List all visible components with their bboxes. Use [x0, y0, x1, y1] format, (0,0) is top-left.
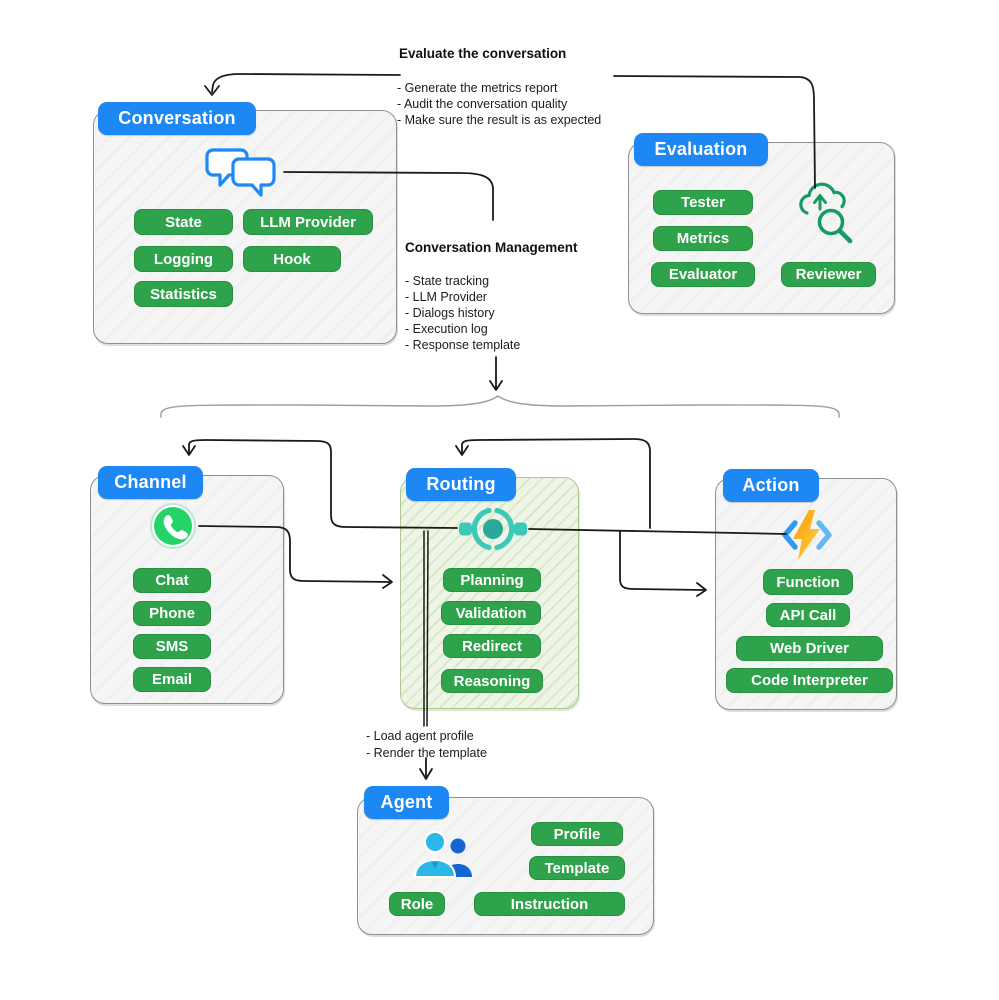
pill-state: State	[134, 209, 233, 235]
pill-reasoning: Reasoning	[441, 669, 543, 693]
fan-brace	[160, 395, 840, 418]
pill-code-interpreter: Code Interpreter	[726, 668, 893, 693]
management-annotation-title: Conversation Management	[405, 240, 578, 255]
conversation-box: Conversation State LLM Provider Logging …	[93, 102, 397, 344]
channel-box: Channel Chat Phone SMS Email	[90, 466, 284, 704]
annotation-line: - Dialogs history	[405, 306, 495, 320]
agent-title: Agent	[364, 786, 449, 819]
pill-evaluator: Evaluator	[651, 262, 755, 287]
arrowhead-brace	[489, 380, 503, 391]
pill-logging: Logging	[134, 246, 233, 272]
evaluate-annotation-title: Evaluate the conversation	[399, 46, 567, 61]
management-annotation-list: - State tracking - LLM Provider - Dialog…	[405, 273, 520, 353]
pill-web-driver: Web Driver	[736, 636, 883, 661]
connector-evaluation-to-conversation-left	[211, 73, 401, 93]
function-bolt-icon	[782, 510, 832, 560]
pill-reviewer: Reviewer	[781, 262, 876, 287]
routing-title: Routing	[406, 468, 516, 501]
pill-statistics: Statistics	[134, 281, 233, 307]
agent-annotation-list: - Load agent profile - Render the templa…	[366, 728, 487, 762]
whatsapp-icon	[150, 503, 196, 549]
evaluate-annotation-list: - Generate the metrics report - Audit th…	[397, 80, 601, 128]
hub-icon	[459, 507, 527, 551]
annotation-line: - Execution log	[405, 322, 488, 336]
routing-box: Routing Planning Validation Redirect Rea…	[400, 468, 579, 709]
arrowhead-conversation	[204, 85, 220, 96]
pill-profile: Profile	[531, 822, 623, 846]
annotation-line: - LLM Provider	[405, 290, 487, 304]
pill-instruction: Instruction	[474, 892, 625, 916]
arrowhead-action-edge	[696, 582, 707, 597]
cloud-search-icon	[799, 182, 853, 244]
pill-validation: Validation	[441, 601, 541, 625]
channel-title: Channel	[98, 466, 203, 499]
pill-metrics: Metrics	[653, 226, 753, 251]
arrowhead-agent	[419, 768, 433, 780]
annotation-line: - Response template	[405, 338, 521, 352]
users-icon	[413, 831, 472, 878]
arrowhead-routing-title	[455, 445, 469, 456]
annotation-line: - Audit the conversation quality	[397, 97, 568, 111]
evaluation-title: Evaluation	[634, 133, 768, 166]
pill-api-call: API Call	[766, 603, 850, 627]
pill-redirect: Redirect	[443, 634, 541, 658]
pill-hook: Hook	[243, 246, 341, 272]
agent-box: Agent Profile Template Role Instruction	[357, 786, 654, 935]
pill-function: Function	[763, 569, 853, 595]
annotation-line: - Render the template	[366, 746, 487, 760]
action-box: Action Function API Call Web Driver Code…	[715, 469, 897, 710]
chat-bubbles-icon	[205, 148, 276, 197]
pill-template: Template	[529, 856, 625, 880]
conversation-title: Conversation	[98, 102, 256, 135]
connector-branch-to-action-edge	[619, 530, 705, 591]
annotation-line: - Generate the metrics report	[397, 81, 558, 95]
arrowhead-routing-edge	[382, 574, 393, 589]
pill-tester: Tester	[653, 190, 753, 215]
pill-sms: SMS	[133, 634, 211, 659]
pill-llm-provider: LLM Provider	[243, 209, 373, 235]
evaluation-box: Evaluation Tester Metrics Evaluator Revi…	[628, 133, 895, 314]
annotation-line: - State tracking	[405, 274, 490, 288]
pill-role: Role	[389, 892, 445, 916]
annotation-line: - Load agent profile	[366, 729, 474, 743]
action-title: Action	[723, 469, 819, 502]
pill-phone: Phone	[133, 601, 211, 626]
pill-planning: Planning	[443, 568, 541, 592]
annotation-line: - Make sure the result is as expected	[397, 113, 602, 127]
pill-chat: Chat	[133, 568, 211, 593]
pill-email: Email	[133, 667, 211, 692]
arrowhead-channel	[182, 445, 196, 456]
